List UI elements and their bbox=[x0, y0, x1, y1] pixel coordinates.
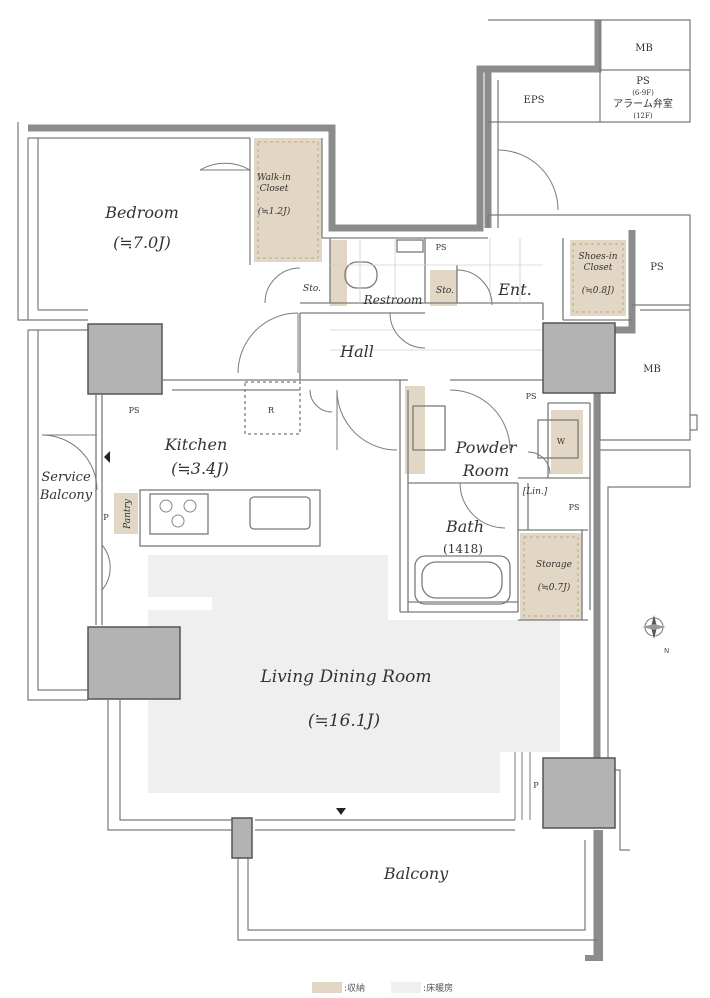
powder-room-name-2: Room bbox=[462, 461, 509, 480]
ps-alarm-line2: (6-9F) bbox=[632, 89, 654, 97]
walk-in-closet-name-2: Closet bbox=[260, 184, 289, 194]
storage-name: Storage bbox=[536, 560, 572, 570]
service-balcony-name-2: Balcony bbox=[39, 488, 93, 503]
bedroom-size: (≒7.0J) bbox=[113, 233, 171, 252]
floor-heating-area bbox=[148, 555, 560, 793]
bath-name: Bath bbox=[445, 517, 484, 536]
refrigerator-label: R bbox=[268, 406, 275, 415]
legend: :収納 :床暖房 bbox=[312, 980, 475, 994]
entry-arrow-kitchen bbox=[104, 451, 110, 463]
shoes-closet-name-1: Shoes-in bbox=[578, 252, 617, 262]
storage-area bbox=[520, 533, 582, 620]
bedroom-name: Bedroom bbox=[104, 203, 179, 222]
entry-arrow-living bbox=[336, 808, 346, 815]
walk-in-closet-name-1: Walk-in bbox=[257, 173, 291, 183]
ps-powder-label: PS bbox=[526, 392, 537, 401]
eps-label: EPS bbox=[524, 95, 545, 106]
sto-right-area bbox=[430, 270, 457, 306]
entrance-name: Ent. bbox=[497, 280, 532, 299]
mb-right-label: MB bbox=[643, 364, 661, 375]
washer-label: W bbox=[557, 437, 566, 446]
ps-restroom-label: PS bbox=[436, 243, 447, 252]
shoes-closet-name-2: Closet bbox=[584, 263, 613, 273]
legend-floor-heating: :床暖房 bbox=[391, 981, 453, 994]
living-size: (≒16.1J) bbox=[308, 711, 380, 731]
floor-heating-swatch bbox=[391, 981, 422, 993]
powder-room-name-1: Powder bbox=[455, 438, 518, 457]
closet-dashes bbox=[257, 141, 624, 617]
storage-swatch bbox=[312, 981, 342, 993]
mb-top-label: MB bbox=[635, 43, 653, 54]
balcony-name: Balcony bbox=[383, 864, 449, 883]
pantry-area bbox=[114, 493, 138, 534]
window-marks bbox=[119, 720, 531, 820]
ps-alarm-line4: (12F) bbox=[633, 112, 652, 120]
shoes-closet-area bbox=[570, 240, 626, 316]
ps-kitchen-label: PS bbox=[129, 406, 140, 415]
linen-label: [Lin.] bbox=[523, 487, 548, 497]
balcony-walls bbox=[585, 830, 603, 961]
p-kitchen-label: P bbox=[103, 513, 109, 522]
kitchen-name: Kitchen bbox=[164, 435, 228, 454]
walk-in-closet-area bbox=[254, 138, 322, 262]
legend-storage: :収納 bbox=[312, 981, 365, 994]
living-name: Living Dining Room bbox=[259, 667, 431, 687]
legend-floor-heating-label: :床暖房 bbox=[423, 983, 454, 994]
ps-alarm-line1: PS bbox=[636, 76, 650, 87]
walk-in-closet-size: (≒1.2J) bbox=[258, 206, 291, 217]
interior-walls bbox=[95, 238, 632, 625]
outline-lines bbox=[17, 19, 698, 941]
compass-icon: N bbox=[642, 615, 669, 655]
storage-size: (≒0.7J) bbox=[538, 582, 571, 593]
doors bbox=[41, 149, 559, 591]
ps-alarm-line3: アラーム弁室 bbox=[613, 97, 673, 110]
restroom-name: Restroom bbox=[363, 293, 423, 307]
hall-name: Hall bbox=[339, 342, 374, 361]
vanity-area bbox=[405, 386, 425, 474]
sto-left-area bbox=[330, 240, 347, 306]
pantry-label: Pantry bbox=[123, 498, 133, 530]
svg-text:N: N bbox=[664, 647, 669, 655]
shoes-closet-size: (≒0.8J) bbox=[582, 285, 615, 296]
columns bbox=[87, 322, 616, 859]
service-balcony-name-1: Service bbox=[41, 470, 91, 485]
ps-right-label: PS bbox=[650, 262, 664, 273]
bath-size: (1418) bbox=[443, 542, 483, 556]
p-living-label: P bbox=[533, 781, 539, 790]
kitchen-size: (≒3.4J) bbox=[171, 459, 229, 478]
sto-right-label: Sto. bbox=[436, 286, 454, 296]
ps-bath-label: PS bbox=[569, 503, 580, 512]
legend-storage-label: :収納 bbox=[344, 983, 366, 994]
sto-left-label: Sto. bbox=[303, 284, 321, 294]
